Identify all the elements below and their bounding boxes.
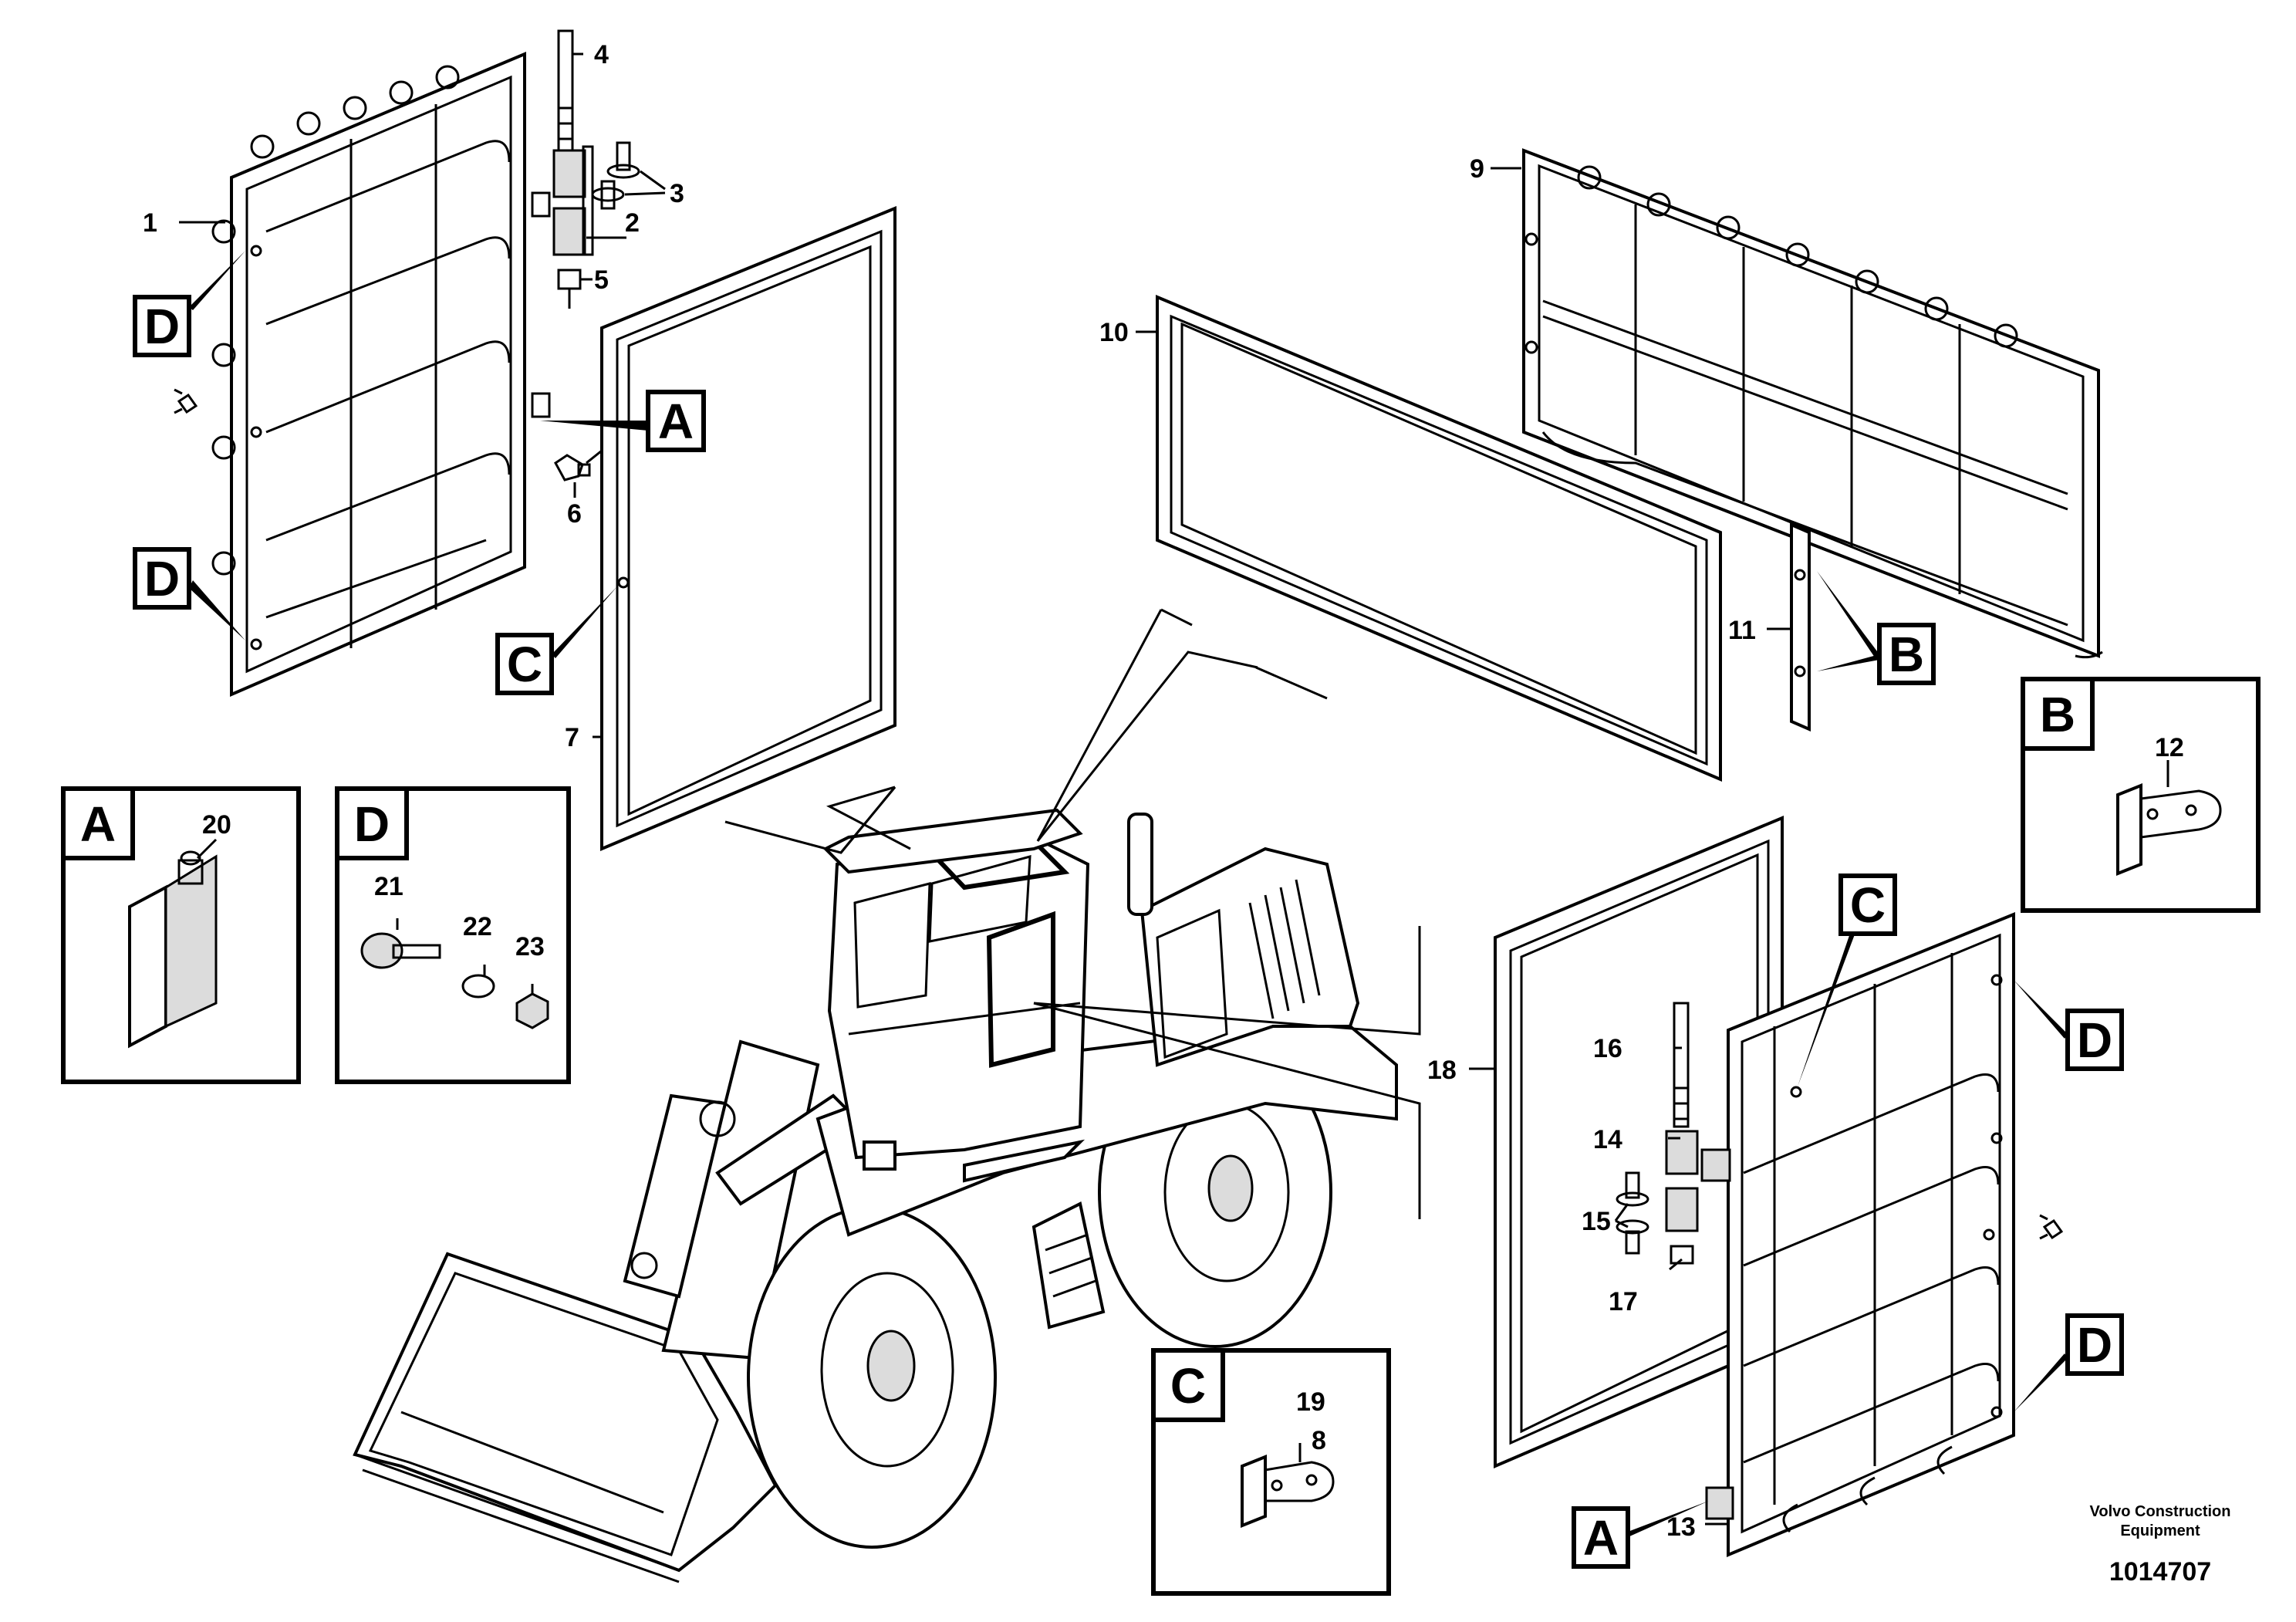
detail-box-b bbox=[2021, 677, 2261, 913]
detail-box-a bbox=[61, 786, 301, 1084]
detail-box-d bbox=[335, 786, 571, 1084]
hinge-assembly bbox=[552, 29, 666, 309]
part-number-1: 1 bbox=[143, 208, 157, 238]
loader-callout-lines bbox=[724, 608, 1421, 1219]
part-number-10: 10 bbox=[1099, 318, 1129, 347]
hinge-strip-11 bbox=[1790, 522, 1811, 732]
window-seal-10 bbox=[1156, 294, 1722, 782]
callout-a-2: A bbox=[1583, 1510, 1619, 1566]
part-number-17: 17 bbox=[1609, 1287, 1638, 1316]
detail-box-b-letter: B bbox=[2040, 687, 2075, 742]
part-number-9: 9 bbox=[1470, 154, 1484, 184]
callout-d-3: D bbox=[2077, 1012, 2112, 1068]
part-number-23: 23 bbox=[515, 932, 545, 961]
window-seal-18 bbox=[1494, 816, 1784, 1469]
part-number-4: 4 bbox=[594, 40, 609, 69]
callout-c-2: C bbox=[1850, 877, 1886, 933]
detail-box-a-letter: A bbox=[80, 796, 116, 852]
drawing-number: 1014707 bbox=[2109, 1557, 2211, 1587]
company-name-line1: Volvo Construction bbox=[2090, 1503, 2231, 1520]
part-number-21: 21 bbox=[374, 872, 403, 901]
part-number-16: 16 bbox=[1593, 1034, 1622, 1063]
part-number-11: 11 bbox=[1728, 616, 1756, 645]
callout-d-4: D bbox=[2077, 1317, 2112, 1373]
part-number-18: 18 bbox=[1427, 1056, 1457, 1085]
part-number-13: 13 bbox=[1666, 1512, 1696, 1542]
callout-d-2: D bbox=[144, 551, 180, 607]
part-number-22: 22 bbox=[463, 912, 492, 941]
footer-block: Volvo Construction Equipment 1014707 bbox=[2090, 1503, 2231, 1587]
part-number-6: 6 bbox=[567, 499, 582, 529]
callout-d-1: D bbox=[144, 299, 180, 354]
part-number-2: 2 bbox=[625, 208, 640, 238]
company-name-line2: Equipment bbox=[2120, 1522, 2200, 1539]
callout-b-1: B bbox=[1889, 627, 1924, 682]
detail-box-d-letter: D bbox=[354, 796, 390, 852]
letter-callouts: D D A C B C D D A A D B C bbox=[80, 295, 2124, 1569]
detail-box-c-letter: C bbox=[1170, 1358, 1206, 1414]
part-number-8: 8 bbox=[1312, 1426, 1326, 1455]
part-number-3: 3 bbox=[670, 179, 684, 208]
callout-c-1: C bbox=[507, 637, 542, 692]
part-number-14: 14 bbox=[1593, 1125, 1622, 1154]
part-number-20: 20 bbox=[202, 810, 231, 840]
callout-a-1: A bbox=[658, 394, 694, 449]
part-number-19: 19 bbox=[1296, 1387, 1325, 1417]
side-window-guard bbox=[1705, 912, 2064, 1558]
left-window-guard bbox=[174, 51, 551, 698]
wheel-loader-illustration bbox=[353, 808, 1398, 1583]
part-number-7: 7 bbox=[565, 723, 579, 752]
window-seal-7 bbox=[600, 206, 896, 852]
leader-lines bbox=[179, 52, 2068, 1537]
detail-box-c bbox=[1151, 1348, 1391, 1596]
rear-window-guard bbox=[1522, 148, 2103, 659]
part-number-labels: 1 2 3 4 5 6 7 8 9 10 11 12 13 14 15 16 1… bbox=[143, 40, 2184, 1542]
part-number-12: 12 bbox=[2155, 733, 2184, 762]
part-number-5: 5 bbox=[594, 265, 609, 295]
part-number-15: 15 bbox=[1582, 1207, 1611, 1236]
